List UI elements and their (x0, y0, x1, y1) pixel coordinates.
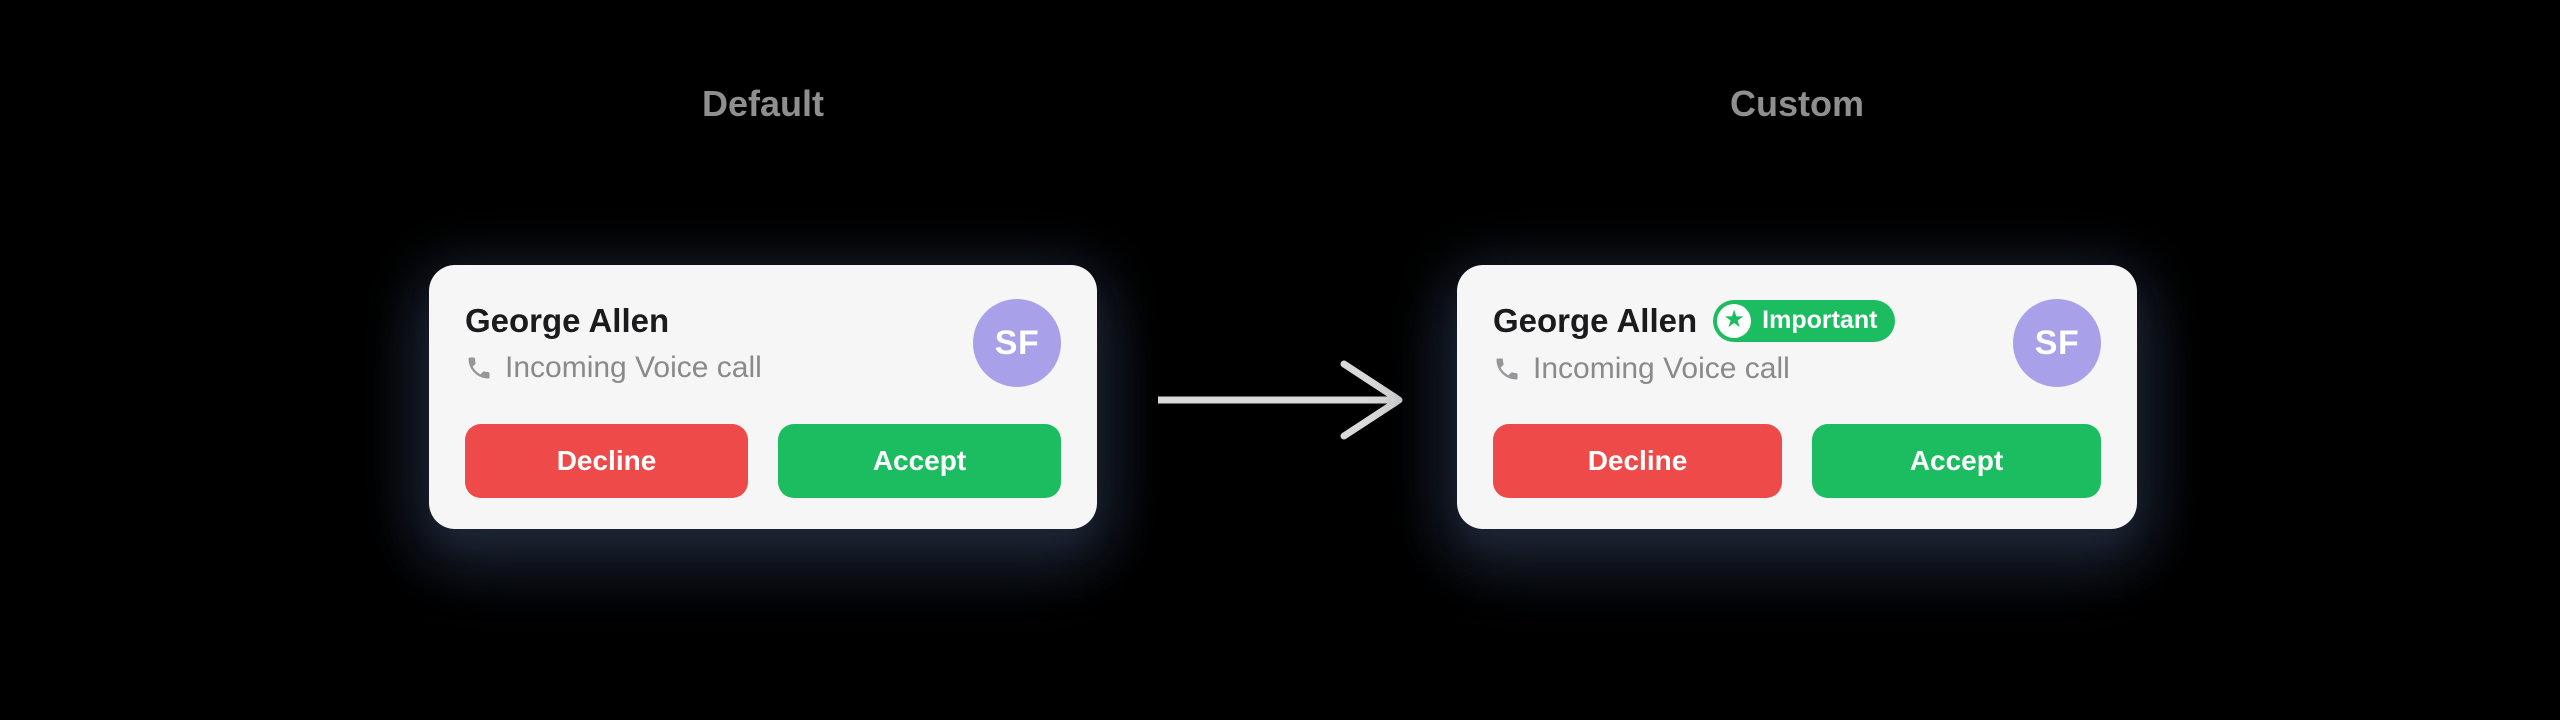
panel-title-custom: Custom (1730, 83, 1864, 124)
accept-button[interactable]: Accept (1812, 424, 2101, 498)
card-header: George Allen ★ Important Incoming Voice (1493, 299, 2101, 387)
arrow-right-icon (1158, 360, 1403, 440)
card-header: George Allen Incoming Voice call SF (465, 299, 1061, 387)
call-type-label: Incoming Voice call (1533, 351, 1790, 385)
caller-name-row: George Allen ★ Important (1493, 299, 1896, 342)
call-actions: Decline Accept (1493, 424, 2101, 498)
caller-name: George Allen (1493, 301, 1698, 339)
call-card-default: George Allen Incoming Voice call SF Decl… (429, 265, 1097, 529)
card-header-text: George Allen ★ Important Incoming Voice (1493, 299, 1896, 387)
call-type-row: Incoming Voice call (465, 350, 762, 386)
panel-default: Default George Allen Incoming Voice call… (429, 84, 1097, 529)
star-icon: ★ (1717, 303, 1752, 338)
phone-icon (1496, 358, 1518, 379)
phone-icon (468, 357, 490, 378)
call-type-row: Incoming Voice call (1493, 351, 1895, 387)
important-badge: ★ Important (1713, 299, 1896, 342)
panel-title-default: Default (701, 83, 824, 124)
call-type-label: Incoming Voice call (505, 350, 762, 384)
avatar: SF (2013, 299, 2101, 387)
call-actions: Decline Accept (465, 424, 1061, 498)
caller-name-row: George Allen (465, 301, 762, 341)
panel-custom: Custom George Allen ★ Important (1457, 84, 2137, 529)
call-card-custom: George Allen ★ Important Incoming Voice (1457, 265, 2137, 529)
decline-button[interactable]: Decline (465, 424, 748, 498)
card-header-text: George Allen Incoming Voice call (465, 301, 762, 386)
important-badge-label: Important (1762, 306, 1878, 334)
avatar: SF (973, 299, 1061, 387)
decline-button[interactable]: Decline (1493, 424, 1782, 498)
accept-button[interactable]: Accept (778, 424, 1061, 498)
caller-name: George Allen (465, 301, 670, 339)
